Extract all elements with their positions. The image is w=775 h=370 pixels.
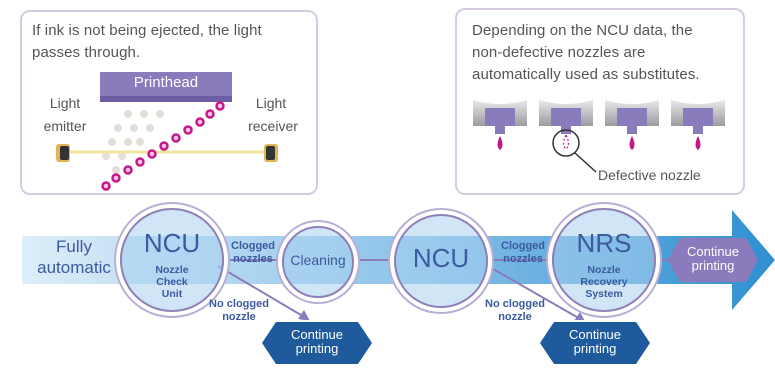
ncu-explanation-text-2: passes through. [32, 44, 141, 61]
printhead-label: Printhead [133, 74, 199, 91]
fully-automatic-label: Fully automatic [26, 236, 122, 278]
no-clogged-label-second: No clogged nozzle [480, 298, 550, 324]
clogged-first-line2: nozzles [233, 253, 273, 265]
nrs-explanation-text-3: automatically used as substitutes. [472, 66, 700, 83]
ncu-explanation-callout [20, 10, 318, 195]
nrs-explanation-callout [455, 8, 745, 195]
no-clogged-second-line2: nozzle [498, 311, 532, 323]
continue-printing-badge-second: Continue printing [540, 328, 650, 356]
light-receiver-label-1: Light [255, 95, 287, 111]
cleaning-label: Cleaning [290, 252, 346, 268]
ncu-desc-line2: Check [156, 276, 188, 288]
nrs-desc-line2: Recovery [580, 276, 628, 288]
clogged-second-line1: Clogged [501, 240, 545, 252]
light-emitter-label-2: emitter [43, 118, 87, 134]
continue-printing-badge-second-shape [540, 322, 650, 364]
nrs-title: NRS [576, 228, 632, 258]
clogged-nozzles-label-second: Clogged nozzles [494, 240, 552, 266]
nrs-explanation-text-1: Depending on the NCU data, the [472, 22, 693, 39]
defective-nozzle-label: Defective nozzle [598, 167, 701, 183]
no-clogged-first-line2: nozzle [222, 311, 256, 323]
clogged-first-line1: Clogged [231, 240, 275, 252]
continue-printing-badge-final-shape [668, 238, 758, 282]
ncu-node-second: NCU [394, 214, 488, 308]
no-clogged-second-line1: No clogged [485, 298, 545, 310]
ncu-desc-line3: Unit [161, 288, 183, 300]
continue-second-line1: Continue [568, 327, 622, 342]
light-receiver-label-2: receiver [248, 118, 298, 134]
nrs-node: NRS Nozzle Recovery System [552, 208, 656, 312]
ncu-title-second: NCU [412, 243, 470, 273]
ncu-explanation-text-1: If ink is not being ejected, the light [32, 22, 262, 39]
continue-first-line1: Continue [290, 327, 344, 342]
light-emitter-label-1: Light [49, 95, 81, 111]
continue-printing-badge-first: Continue printing [262, 328, 372, 356]
nozzle-row-illustration [473, 100, 725, 173]
ncu-desc-line1: Nozzle [155, 264, 189, 276]
no-clogged-first-line1: No clogged [209, 298, 269, 310]
ncu-light-beam-illustration [56, 72, 278, 191]
nrs-desc-line3: System [585, 288, 623, 300]
clogged-nozzles-label-first: Clogged nozzles [224, 240, 282, 266]
continue-final-line2: printing [691, 258, 735, 273]
fully-automatic-line1: Fully [56, 237, 92, 256]
continue-final-line1: Continue [686, 244, 740, 259]
ncu-node-first: NCU Nozzle Check Unit [120, 208, 224, 312]
clogged-second-line2: nozzles [503, 253, 543, 265]
nrs-desc-line1: Nozzle [587, 264, 621, 276]
nrs-explanation-text-2: non-defective nozzles are [472, 44, 646, 61]
cleaning-node: Cleaning [282, 226, 354, 298]
continue-second-line2: printing [573, 341, 617, 356]
continue-printing-badge-final: Continue printing [668, 245, 758, 273]
fully-automatic-line2: automatic [37, 258, 111, 277]
ncu-title-first: NCU [143, 228, 201, 258]
continue-first-line2: printing [295, 341, 339, 356]
continue-printing-badge-first-shape [262, 322, 372, 364]
no-clogged-label-first: No clogged nozzle [204, 298, 274, 324]
